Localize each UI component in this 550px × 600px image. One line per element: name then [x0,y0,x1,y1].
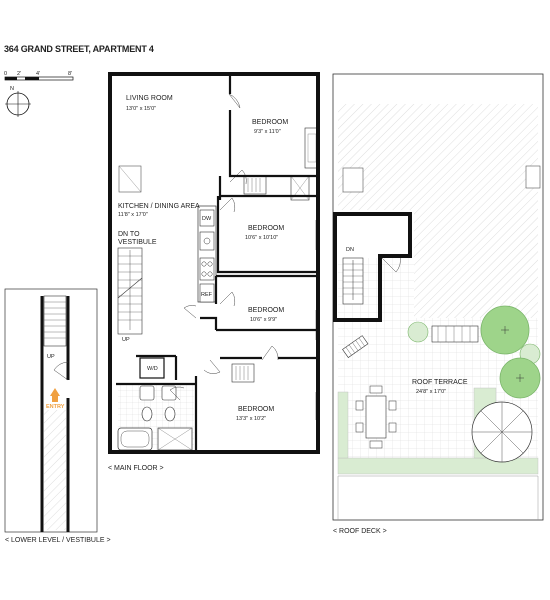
dn-vestibule-label-1: DN TO [118,231,140,238]
sink [161,385,177,401]
toilet [141,406,153,422]
bedroom1-dims: 9'3" x 11'0" [254,129,281,135]
scale-bar: 0 2' 4' 8' [4,71,74,81]
bedroom2-dims: 10'6" x 10'10" [245,235,278,241]
interior-walls [116,76,318,452]
compass-icon: N [5,86,31,117]
bedroom3-dims: 10'6" x 9'9" [250,317,277,323]
dishwasher [199,209,215,227]
main-floor: W/D DW REF [108,72,320,472]
scale-tick-2: 2' [17,71,21,77]
entry-label: ENTRY [46,404,65,410]
railing [337,475,539,520]
kitchen-dims: 11'8" x 17'0" [118,212,148,218]
roof-deck: DN ROOF TERRACE 24'8" x 17'0" < ROOF DEC… [332,73,544,535]
dn-roof-label: DN [346,247,354,253]
up-label: UP [122,337,130,343]
door-swings [169,93,279,401]
closet [231,363,255,383]
stove [199,257,215,281]
scale-tick-0: 0 [4,71,7,77]
lower-level-caption: < LOWER LEVEL / VESTIBULE > [5,537,111,544]
bench [431,325,479,343]
main-floor-caption: < MAIN FLOOR > [108,465,164,472]
umbrella-icon [471,401,533,463]
living-room-dims: 13'0" x 15'0" [126,106,156,112]
ref-label: REF [201,292,213,298]
stair-lower [43,295,67,347]
closet [243,175,267,195]
roof-skylight [342,167,364,193]
bedroom3-name: BEDROOM [248,307,284,314]
terrace-dims: 24'8" x 17'0" [416,389,446,395]
shrub-icon [407,321,429,343]
up-lower-label: UP [47,354,55,360]
refrigerator [199,283,215,303]
dining-table [355,385,397,449]
kitchen-sink [199,231,215,251]
scale-tick-4: 4' [36,71,40,77]
roof-hatch-top [338,104,538,210]
door-swing [53,361,69,381]
sink [139,385,155,401]
bathtub [117,427,153,451]
hallway-hatch [44,410,66,530]
wd-label: W/D [147,366,158,372]
living-room-name: LIVING ROOM [126,95,173,102]
planter [337,391,349,459]
main-walls [108,72,320,454]
lounge-chair [342,335,369,359]
roof-deck-caption: < ROOF DECK > [333,528,387,535]
dn-vestibule-label-2: VESTIBULE [118,239,157,246]
lower-level: UP ENTRY < LOWER LEVEL / VESTIBULE > [4,288,111,544]
dw-label: DW [202,216,212,222]
bedroom4-dims: 13'3" x 10'2" [236,416,266,422]
bedroom4-name: BEDROOM [238,406,274,413]
planter [337,457,539,475]
kitchen-name: KITCHEN / DINING AREA [118,203,200,210]
toilet [164,406,176,422]
entry-arrow-icon [50,388,60,402]
compass-north-label: N [10,86,14,92]
bedroom2-name: BEDROOM [248,225,284,232]
lower-walls [40,296,70,532]
terrace-name: ROOF TERRACE [412,379,468,386]
bedroom1-name: BEDROOM [252,119,288,126]
roof-skylight [525,165,541,189]
tree-icon [499,357,541,399]
bulkhead-walls [333,212,412,322]
washer-dryer [139,357,165,379]
scale-tick-8: 8' [68,71,72,77]
plan-title: 364 GRAND STREET, APARTMENT 4 [4,44,154,54]
roof-hatch-right [414,210,538,318]
